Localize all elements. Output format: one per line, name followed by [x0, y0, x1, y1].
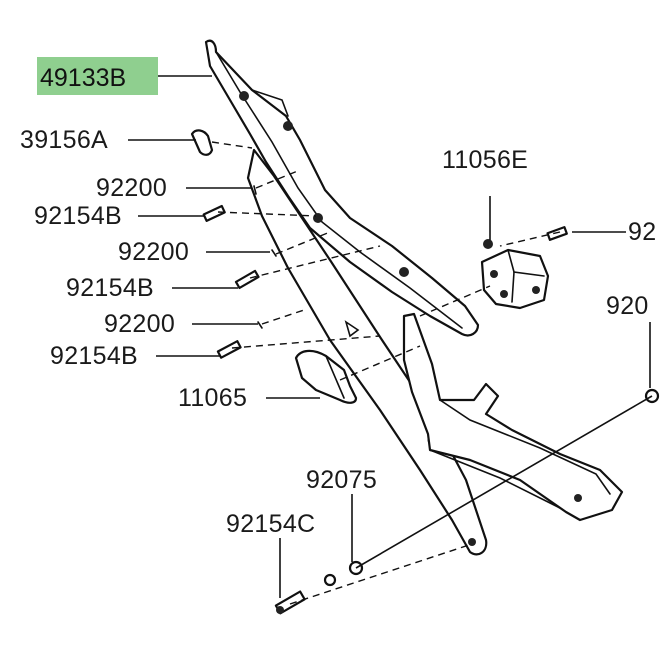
- label-11056E: 11056E: [442, 146, 528, 174]
- bolt-92154B-2: [234, 269, 260, 290]
- part-39156A: [190, 129, 214, 156]
- bolt-92154C: [274, 590, 306, 615]
- clip-92200-1: [253, 185, 257, 195]
- label-92154B-2: 92154B: [66, 274, 154, 302]
- label-92200-1: 92200: [96, 174, 167, 202]
- leader-lines: [128, 75, 651, 598]
- label-92200-2: 92200: [118, 238, 189, 266]
- cover-11065: [294, 320, 360, 404]
- clip-92200-3: [257, 321, 263, 329]
- label-92154B-3: 92154B: [50, 342, 138, 370]
- clip-92200-2: [271, 249, 277, 257]
- label-49133B: 49133B: [40, 64, 126, 92]
- label-92154C: 92154C: [226, 510, 315, 538]
- bolt-92154B-1: [202, 204, 226, 222]
- assembly-lines: [211, 141, 653, 605]
- label-92075: 92075: [306, 466, 377, 494]
- label-92154B-1: 92154B: [34, 202, 122, 230]
- bolt-right-92: [546, 226, 568, 241]
- bolt-92154B-3: [216, 340, 242, 359]
- washer-92075-b: [323, 573, 337, 587]
- label-920-right: 920: [606, 292, 649, 320]
- label-39156A: 39156A: [20, 126, 108, 154]
- highlight-box-49133B: [37, 57, 158, 95]
- label-11065: 11065: [178, 384, 247, 412]
- label-92-right: 92: [628, 218, 656, 246]
- label-92200-3: 92200: [104, 310, 175, 338]
- bracket-11056E: [480, 239, 550, 310]
- rear-bracket: [402, 312, 624, 522]
